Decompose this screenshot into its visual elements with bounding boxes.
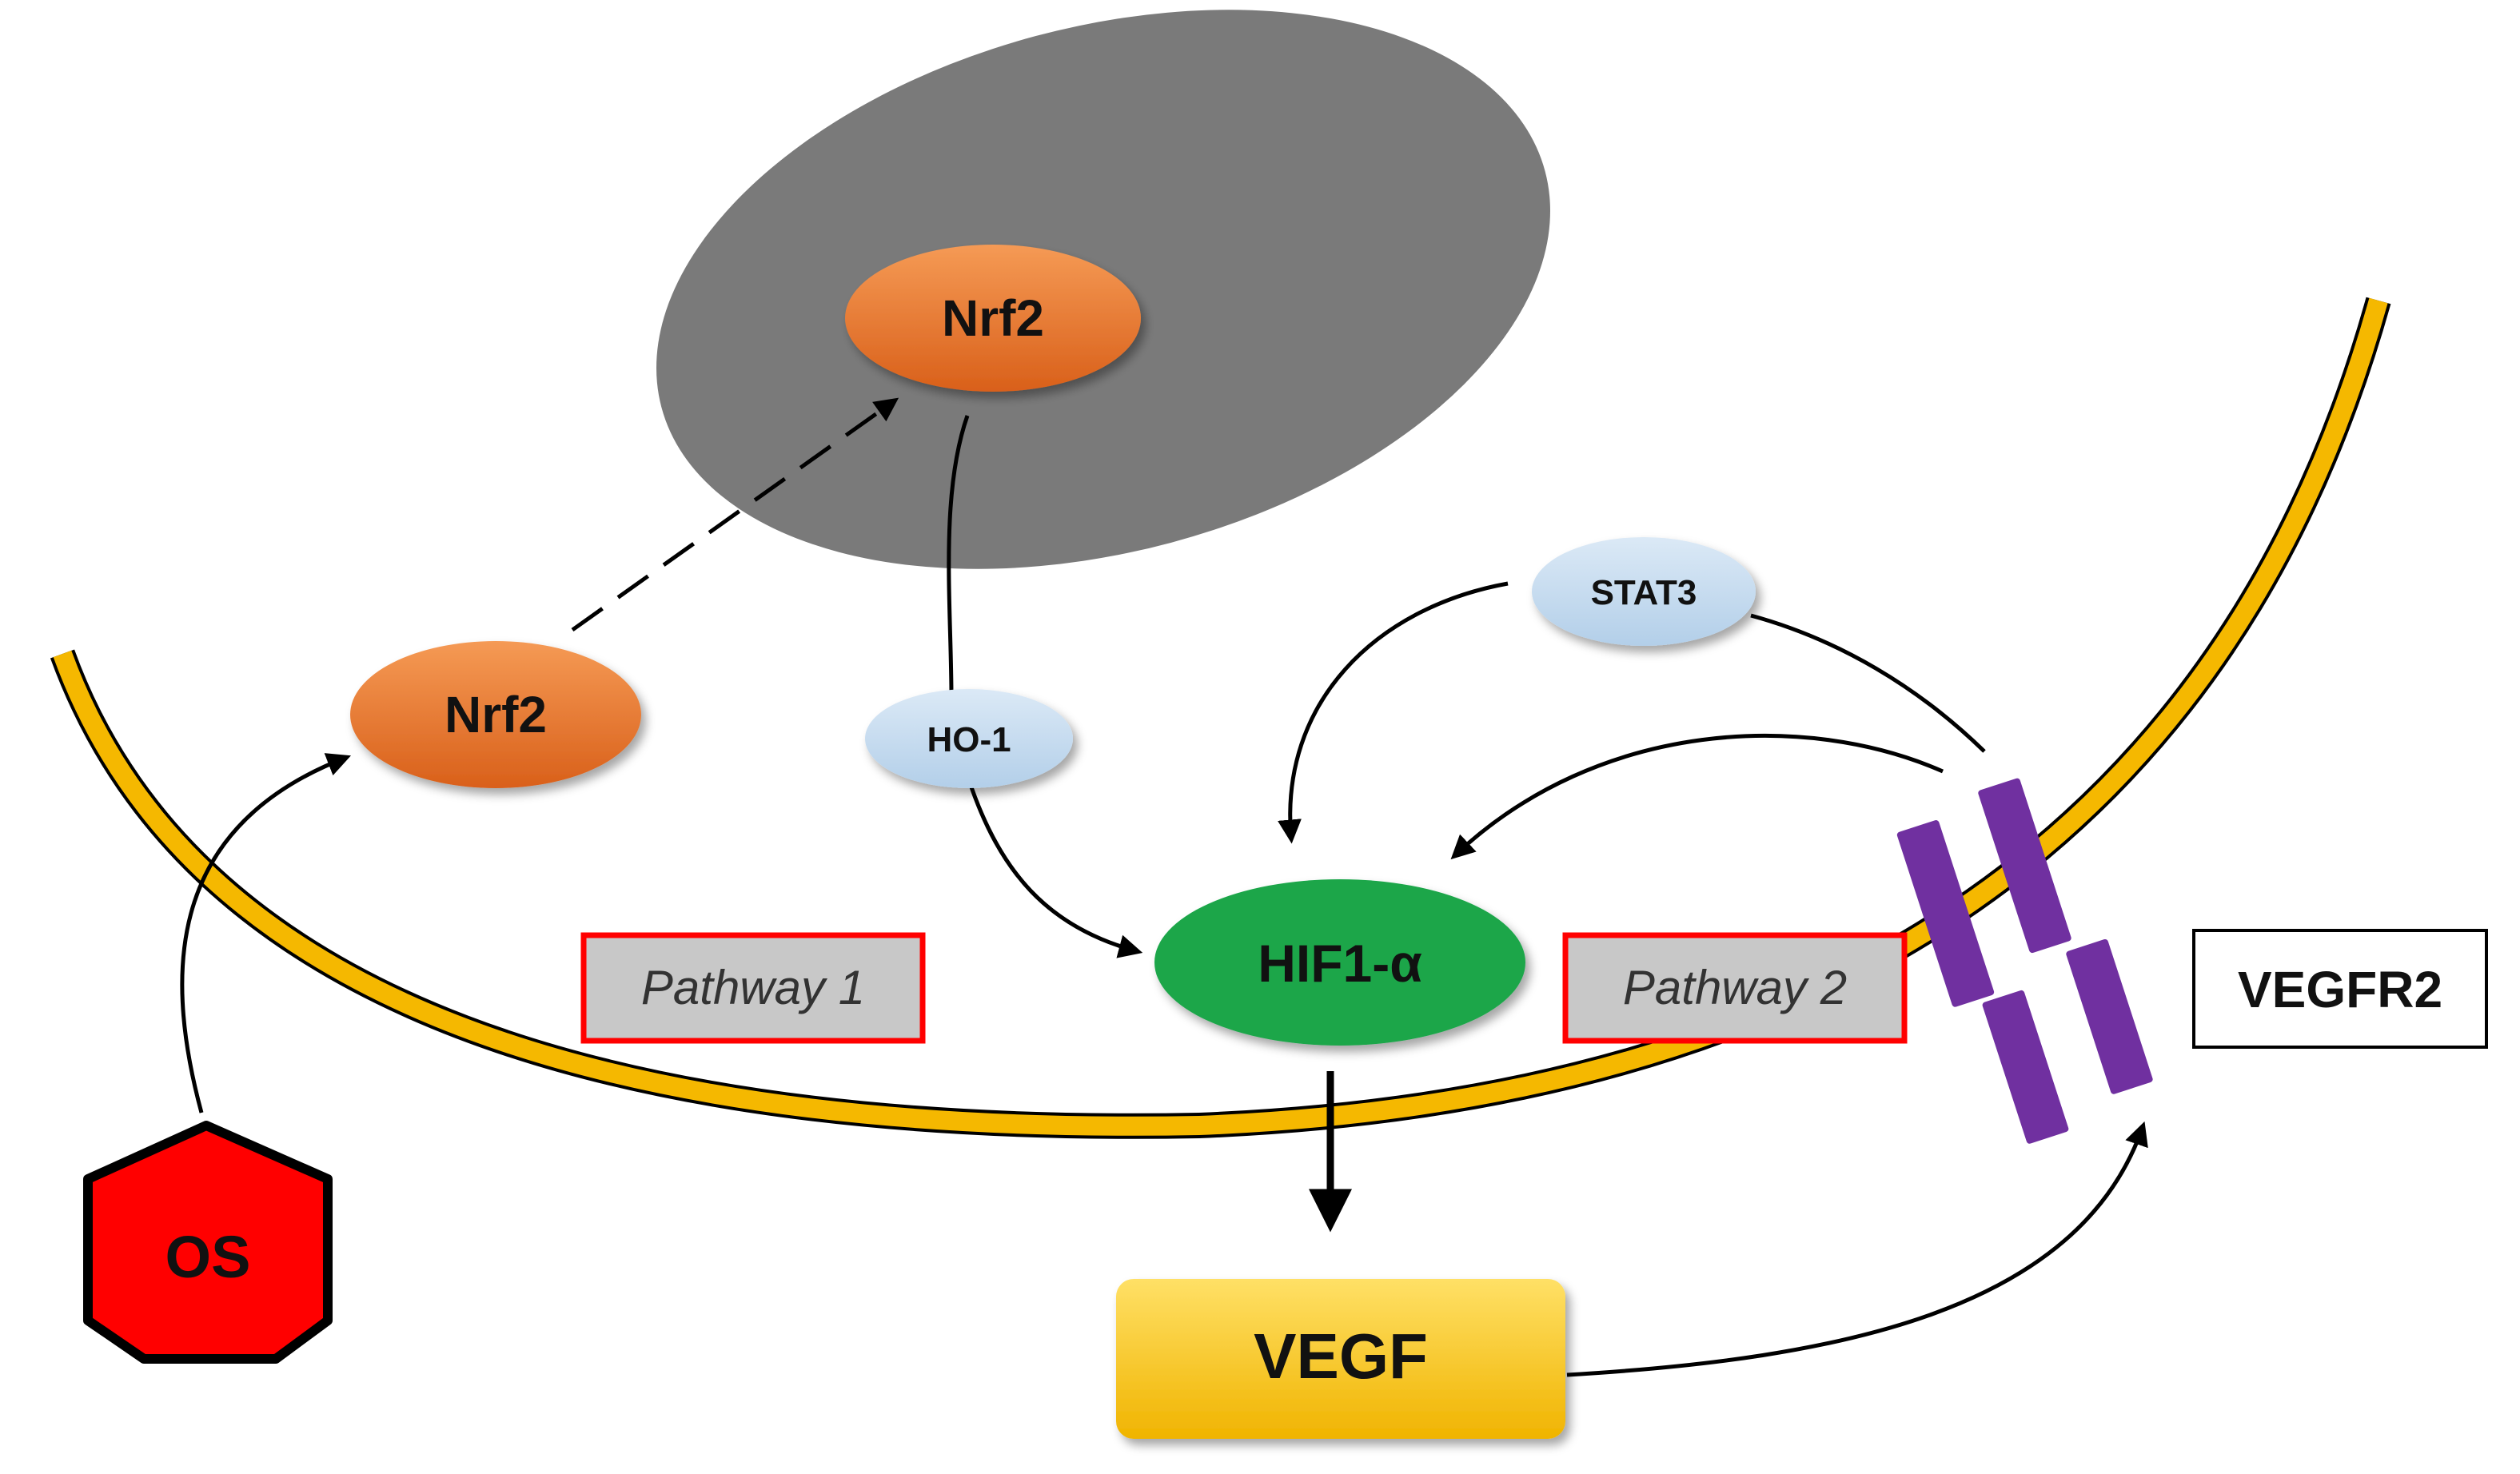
pathway-2-label: Pathway 2 <box>1623 961 1847 1014</box>
pathway-1-box: Pathway 1 <box>580 932 926 1044</box>
hif1a-label: HIF1-α <box>1258 934 1422 993</box>
node-nrf2-nucleus: Nrf2 <box>845 245 1141 392</box>
node-hif1a: HIF1-α <box>1154 879 1525 1046</box>
edge-vegf-to-vegfr2 <box>1566 1121 2148 1377</box>
edge-vegfr2-to-hif1a <box>1450 733 1944 860</box>
vegf-label: VEGF <box>1254 1321 1428 1392</box>
ho1-label: HO-1 <box>927 720 1011 759</box>
stat3-label: STAT3 <box>1591 573 1697 612</box>
edge-os-to-nrf2 <box>180 753 351 1113</box>
edge-nrf2-to-ho1 <box>947 415 970 698</box>
vegfr2-receptor-shape <box>1896 778 2153 1144</box>
node-os: OS <box>83 1121 333 1364</box>
pathway-1-label: Pathway 1 <box>641 961 865 1014</box>
edge-ho1-to-hif1a <box>967 779 1143 958</box>
cell-membrane <box>50 297 2391 1139</box>
vegfr2-label: VEGFR2 <box>2238 961 2442 1018</box>
edge-stat3-to-hif1a <box>1278 581 1509 844</box>
nrf2-nucleus-label: Nrf2 <box>942 289 1044 347</box>
node-ho1: HO-1 <box>865 689 1073 788</box>
pathway-2-box: Pathway 2 <box>1562 932 1908 1044</box>
vegfr2-label-box: VEGFR2 <box>2192 929 2488 1049</box>
edge-vegfr2-to-stat3 <box>1750 613 1986 753</box>
node-vegf: VEGF <box>1116 1279 1565 1439</box>
edge-nrf2-translocation <box>571 397 899 632</box>
nrf2-cytoplasm-label: Nrf2 <box>445 686 547 743</box>
node-nrf2-cytoplasm: Nrf2 <box>350 641 641 788</box>
node-stat3: STAT3 <box>1532 537 1756 646</box>
os-label: OS <box>165 1224 251 1290</box>
edges <box>180 397 2148 1377</box>
